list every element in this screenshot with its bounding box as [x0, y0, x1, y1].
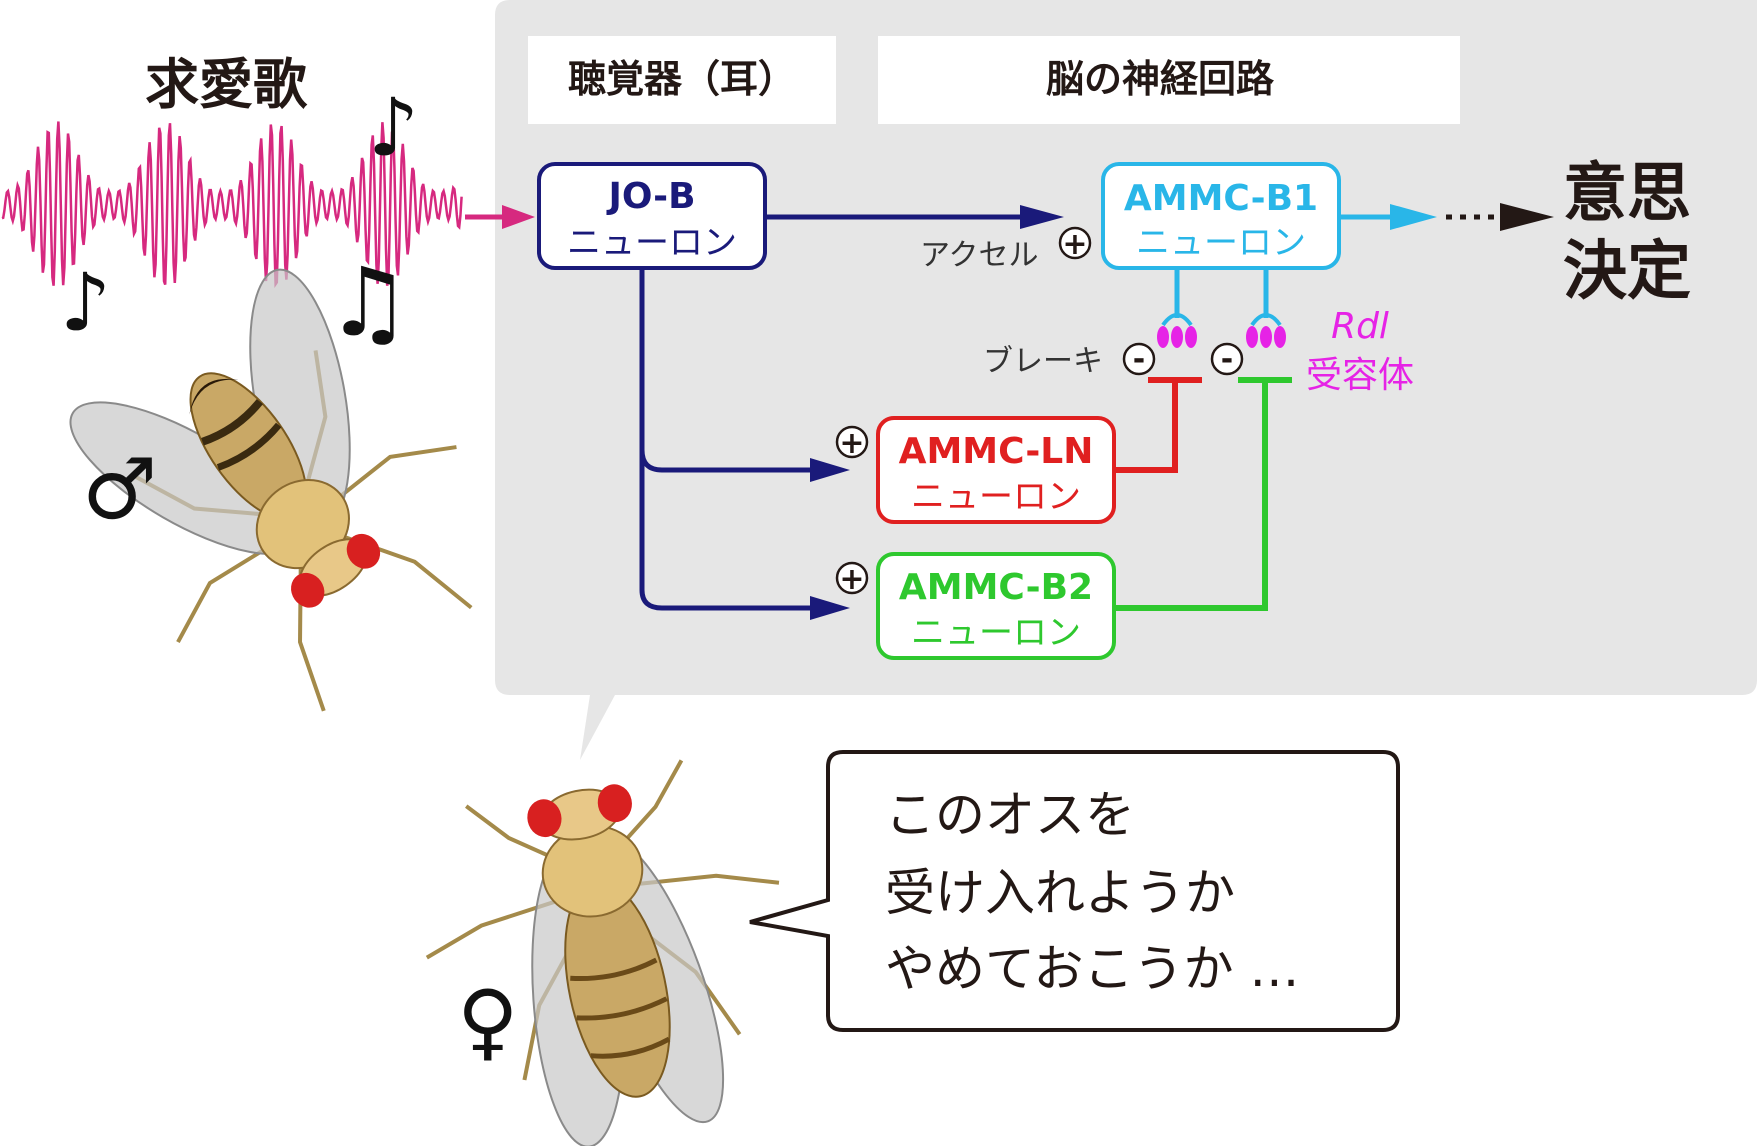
dendrite-fork [1161, 313, 1193, 327]
arrow-head [1390, 204, 1437, 230]
ammc-ln-name: AMMC-LN [899, 431, 1094, 472]
ln-to-b1-connection [1114, 380, 1178, 473]
plus-sign: + [1062, 227, 1087, 262]
beamed-notes-icon: ♫ [326, 248, 411, 358]
dendrite-fork [1250, 313, 1282, 327]
ear-header: 聴覚器（耳） [568, 57, 796, 101]
excitatory-plus-icon [835, 561, 869, 595]
ammc-b2-type: ニューロン [911, 613, 1081, 653]
courtship-song-waveform [1, 121, 463, 289]
rdl-receptor-cluster-1 [1157, 326, 1197, 348]
ammc-ln-type: ニューロン [911, 477, 1081, 517]
receptor-name-italic: Rdl [1331, 306, 1389, 347]
jo-b-to-b2-connection [639, 450, 820, 611]
ear-header-box [528, 36, 836, 124]
female-symbol: ♀ [457, 972, 519, 1070]
ammc-b1-type: ニューロン [1136, 223, 1306, 263]
arrow-head [810, 596, 850, 620]
brain-header: 脳の神経回路 [1046, 57, 1275, 101]
decision-line-2: 決定 [1563, 235, 1691, 309]
brain-panel [495, 0, 1757, 760]
accel-label: アクセル [920, 238, 1039, 273]
input-arrow-head [502, 205, 535, 229]
plus-sign: + [839, 562, 864, 597]
jo-b-type: ニューロン [567, 223, 737, 263]
arrow-head [1020, 205, 1064, 229]
ammc-b1-name: AMMC-B1 [1124, 178, 1318, 219]
speech-line-2: 受け入れようか [885, 864, 1235, 922]
ammc-b2-name: AMMC-B2 [899, 567, 1093, 608]
speech-line-3: やめておこうか … [885, 940, 1299, 998]
excitatory-plus-icon [835, 425, 869, 459]
jo-b-name: JO-B [605, 176, 695, 217]
brake-label: ブレーキ [983, 344, 1103, 379]
inhibitory-minus-icon [1210, 342, 1244, 376]
rdl-receptor-cluster-2 [1246, 326, 1286, 348]
inhibitory-minus-icon [1122, 342, 1156, 376]
excitatory-plus-icon [1058, 226, 1092, 260]
music-note-icon: ♪ [368, 81, 419, 174]
music-note-icon: ♪ [60, 256, 111, 349]
decision-line-1: 意思 [1563, 157, 1691, 231]
arrow-head [1500, 203, 1554, 231]
arrow-head [810, 458, 850, 482]
song-title: 求愛歌 [145, 53, 308, 116]
b2-to-b1-connection [1114, 380, 1268, 611]
speech-line-1: このオスを [885, 786, 1135, 844]
female-fly-illustration [425, 759, 780, 1146]
male-symbol: ♂ [82, 440, 157, 538]
plus-sign: + [839, 426, 864, 461]
minus-sign: - [1221, 342, 1233, 377]
male-fly-illustration [69, 268, 473, 712]
minus-sign: - [1133, 342, 1145, 377]
brain-header-box [878, 36, 1460, 124]
receptor-label: 受容体 [1306, 355, 1414, 396]
speech-bubble [749, 750, 1400, 1032]
